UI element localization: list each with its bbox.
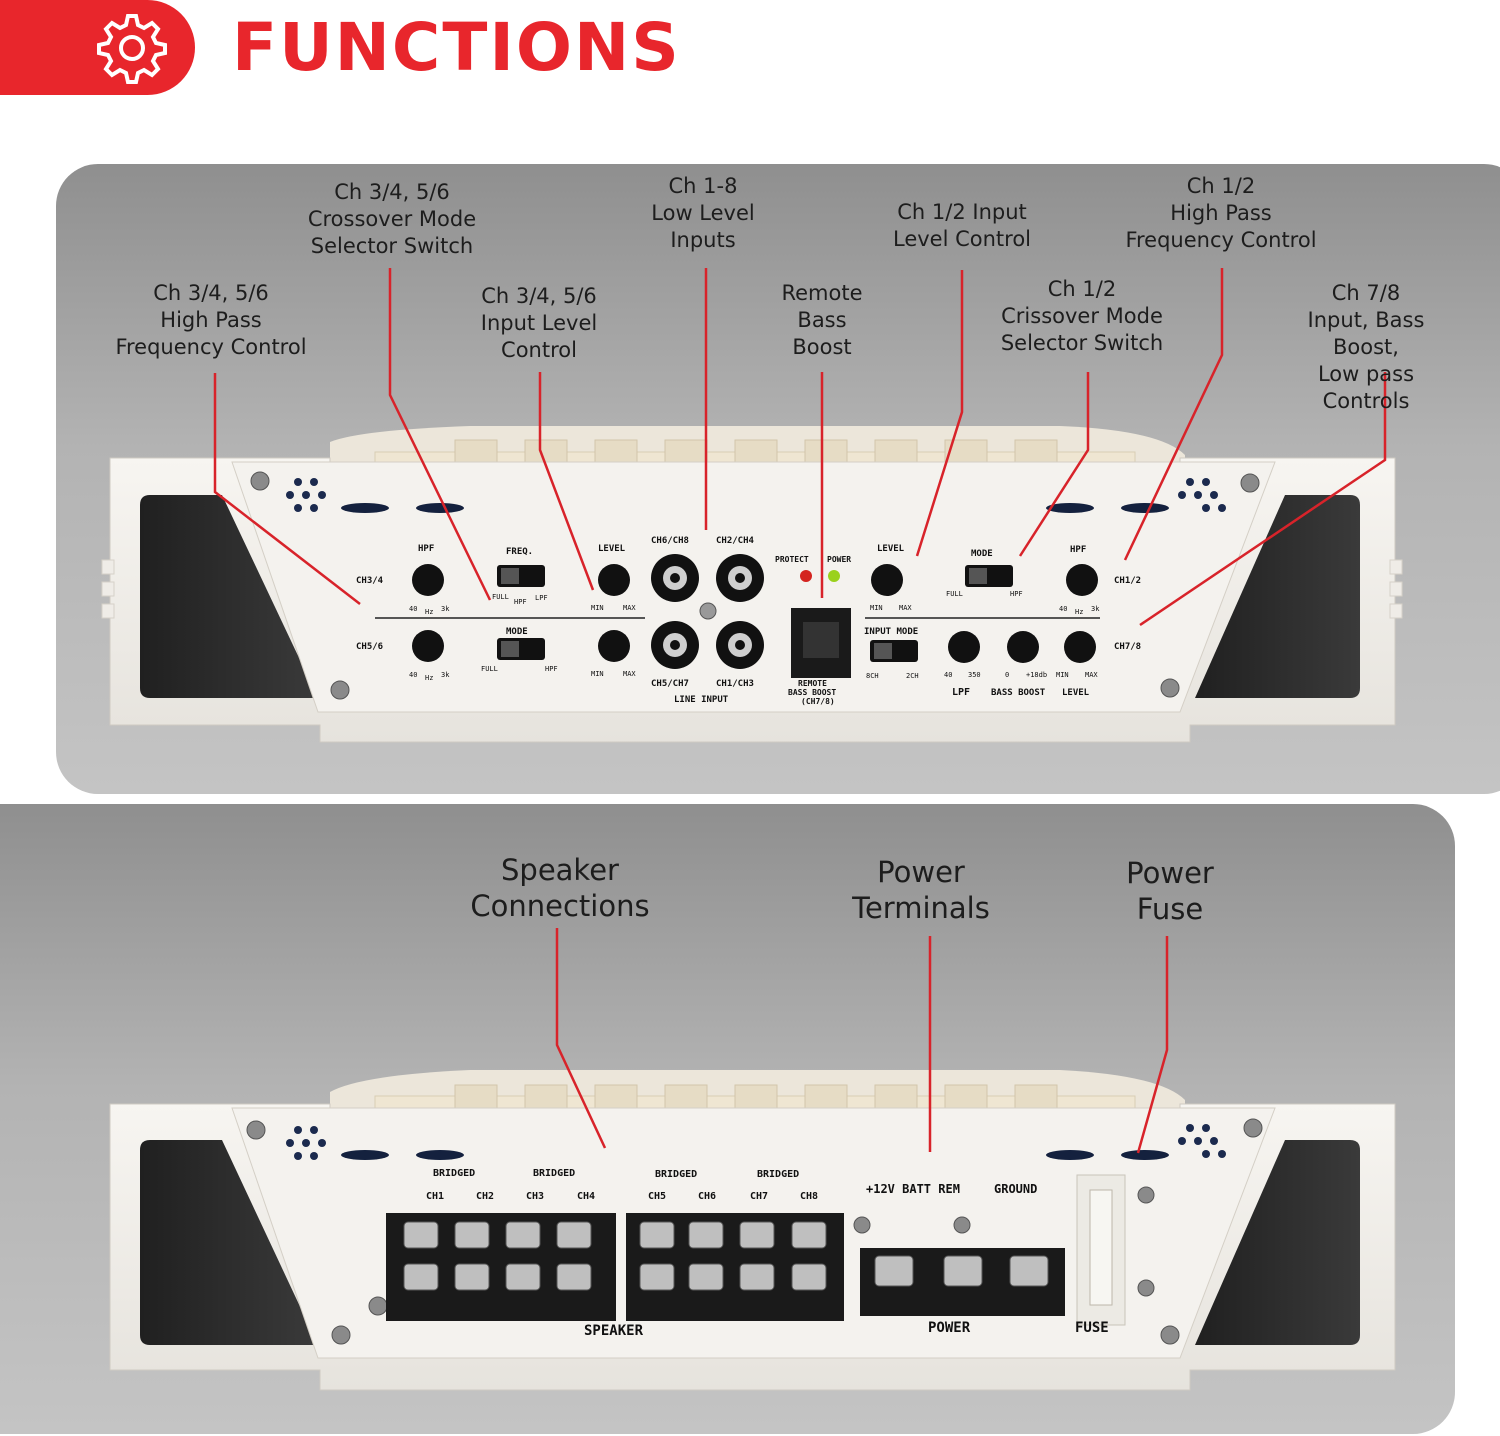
amp-label-ch3: CH3 <box>526 1191 544 1202</box>
amp-label-hz-b: Hz <box>425 674 433 682</box>
amp-label-mode-right: MODE <box>971 549 993 559</box>
amp-label-remote: REMOTE <box>798 679 827 688</box>
amp-label-hpf-left: HPF <box>418 544 434 554</box>
amp-label-40-a: 40 <box>409 605 417 613</box>
callout-speaker-connections: Speaker Connections <box>470 853 650 923</box>
amp-label-hpf-right: HPF <box>1070 545 1086 555</box>
amp-label-min-a: MIN <box>591 604 604 612</box>
amp-label-min-d: MIN <box>1056 671 1069 679</box>
amp-label-ch7: CH7 <box>750 1191 768 1202</box>
amp-label-ch34: CH3/4 <box>356 576 384 586</box>
page-title: FUNCTIONS <box>232 9 681 86</box>
amp-label-ch1: CH1 <box>426 1191 444 1202</box>
amp-label-ch12: CH1/2 <box>1114 576 1141 586</box>
amp-label-0db: 0 <box>1005 671 1009 679</box>
amp-label-ch1ch3: CH1/CH3 <box>716 679 754 689</box>
amp-label-lpf-sw: LPF <box>535 594 548 602</box>
callout-ch34-56-crossover: Ch 3/4, 5/6 Crossover Mode Selector Swit… <box>307 180 477 258</box>
amp-label-speaker: SPEAKER <box>584 1323 644 1339</box>
amp-label-mode-left: MODE <box>506 627 528 637</box>
amp-label-lpf: LPF <box>952 687 970 698</box>
amp-label-ch78: CH7/8 <box>1114 642 1141 652</box>
amp-label-hz-a: Hz <box>425 608 433 616</box>
amp-label-bass-boost: BASS BOOST <box>991 688 1046 698</box>
gear-icon <box>97 14 167 84</box>
callout-remote-bass: Remote Bass Boost <box>781 281 863 359</box>
amp-label-protect: PROTECT <box>775 555 809 564</box>
amp-label-input-mode: INPUT MODE <box>864 627 918 637</box>
bottom-amp: BRIDGED BRIDGED BRIDGED BRIDGED CH1 CH2 … <box>109 1070 1396 1391</box>
callout-power-fuse: Power Fuse <box>1126 856 1214 926</box>
amp-label-remote-bass: BASS BOOST <box>788 688 836 697</box>
amp-label-power: POWER <box>928 1320 971 1336</box>
callout-lines <box>213 268 1387 1154</box>
amp-label-full-b: FULL <box>481 665 498 673</box>
amp-label-full-a: FULL <box>492 593 509 601</box>
amp-label-ch6ch8: CH6/CH8 <box>651 536 689 546</box>
amp-label-bridged-2: BRIDGED <box>533 1168 575 1179</box>
amp-label-full-c: FULL <box>946 590 963 598</box>
top-amp: CH3/4 CH5/6 CH1/2 CH7/8 HPF HPF FREQ. MO… <box>101 426 1403 743</box>
amp-label-hz-c: Hz <box>1075 608 1083 616</box>
amp-label-level-ch78: LEVEL <box>1062 688 1090 698</box>
amp-label-line-input: LINE INPUT <box>674 695 729 705</box>
amp-label-level-right: LEVEL <box>877 544 905 554</box>
callout-ch12-hpf: Ch 1/2 High Pass Frequency Control <box>1125 174 1317 252</box>
amp-label-ch4: CH4 <box>577 1191 595 1202</box>
amp-label-bridged-3: BRIDGED <box>655 1169 697 1180</box>
amp-label-bridged-4: BRIDGED <box>757 1169 799 1180</box>
amp-label-min-b: MIN <box>591 670 604 678</box>
amp-label-power-led: POWER <box>827 555 851 564</box>
amp-label-max-b: MAX <box>623 670 636 678</box>
amp-label-hpf-b: HPF <box>545 665 558 673</box>
amp-label-3k-b: 3k <box>441 671 450 679</box>
amp-label-batt-rem: +12V BATT REM <box>866 1182 960 1196</box>
amp-label-hpf-sw: HPF <box>514 598 527 606</box>
amp-label-40-lpf: 40 <box>944 671 952 679</box>
amp-label-level-left: LEVEL <box>598 544 626 554</box>
amp-label-3k-c: 3k <box>1091 605 1100 613</box>
callout-ch12-level: Ch 1/2 Input Level Control <box>892 200 1032 251</box>
callout-ch18-inputs: Ch 1-8 Low Level Inputs <box>651 174 755 252</box>
amp-label-bridged-1: BRIDGED <box>433 1168 475 1179</box>
amp-label-fuse: FUSE <box>1075 1320 1109 1336</box>
amp-label-max-c: MAX <box>899 604 912 612</box>
callout-power-terminals: Power Terminals <box>852 855 990 925</box>
amp-label-ch56: CH5/6 <box>356 642 383 652</box>
amp-label-40-b: 40 <box>409 671 417 679</box>
amp-label-40-c: 40 <box>1059 605 1067 613</box>
amp-label-ch5: CH5 <box>648 1191 666 1202</box>
amp-label-freq: FREQ. <box>506 547 533 557</box>
amp-label-3k-a: 3k <box>441 605 450 613</box>
amp-label-ch6: CH6 <box>698 1191 716 1202</box>
callout-ch34-56-hpf: Ch 3/4, 5/6 High Pass Frequency Control <box>115 281 307 359</box>
callout-ch34-56-level: Ch 3/4, 5/6 Input Level Control <box>480 284 598 362</box>
amp-label-remote-ch78: (CH7/8) <box>801 697 835 706</box>
amp-label-max-a: MAX <box>623 604 636 612</box>
callout-ch12-crossover: Ch 1/2 Crissover Mode Selector Switch <box>1000 277 1164 355</box>
amp-label-hpf-c: HPF <box>1010 590 1023 598</box>
amp-label-ch5ch7: CH5/CH7 <box>651 679 689 689</box>
amp-label-ch2: CH2 <box>476 1191 494 1202</box>
amp-label-ch8: CH8 <box>800 1191 818 1202</box>
amp-label-18db: +18db <box>1026 671 1047 679</box>
amp-label-350: 350 <box>968 671 981 679</box>
amp-label-ch2ch4: CH2/CH4 <box>716 536 755 546</box>
amp-label-max-d: MAX <box>1085 671 1098 679</box>
callout-ch78-controls: Ch 7/8 Input, Bass Boost, Low pass Contr… <box>1307 281 1425 413</box>
amp-label-ground: GROUND <box>994 1182 1037 1196</box>
amp-label-min-c: MIN <box>870 604 883 612</box>
amp-label-2ch: 2CH <box>906 672 919 680</box>
amp-label-8ch: 8CH <box>866 672 879 680</box>
